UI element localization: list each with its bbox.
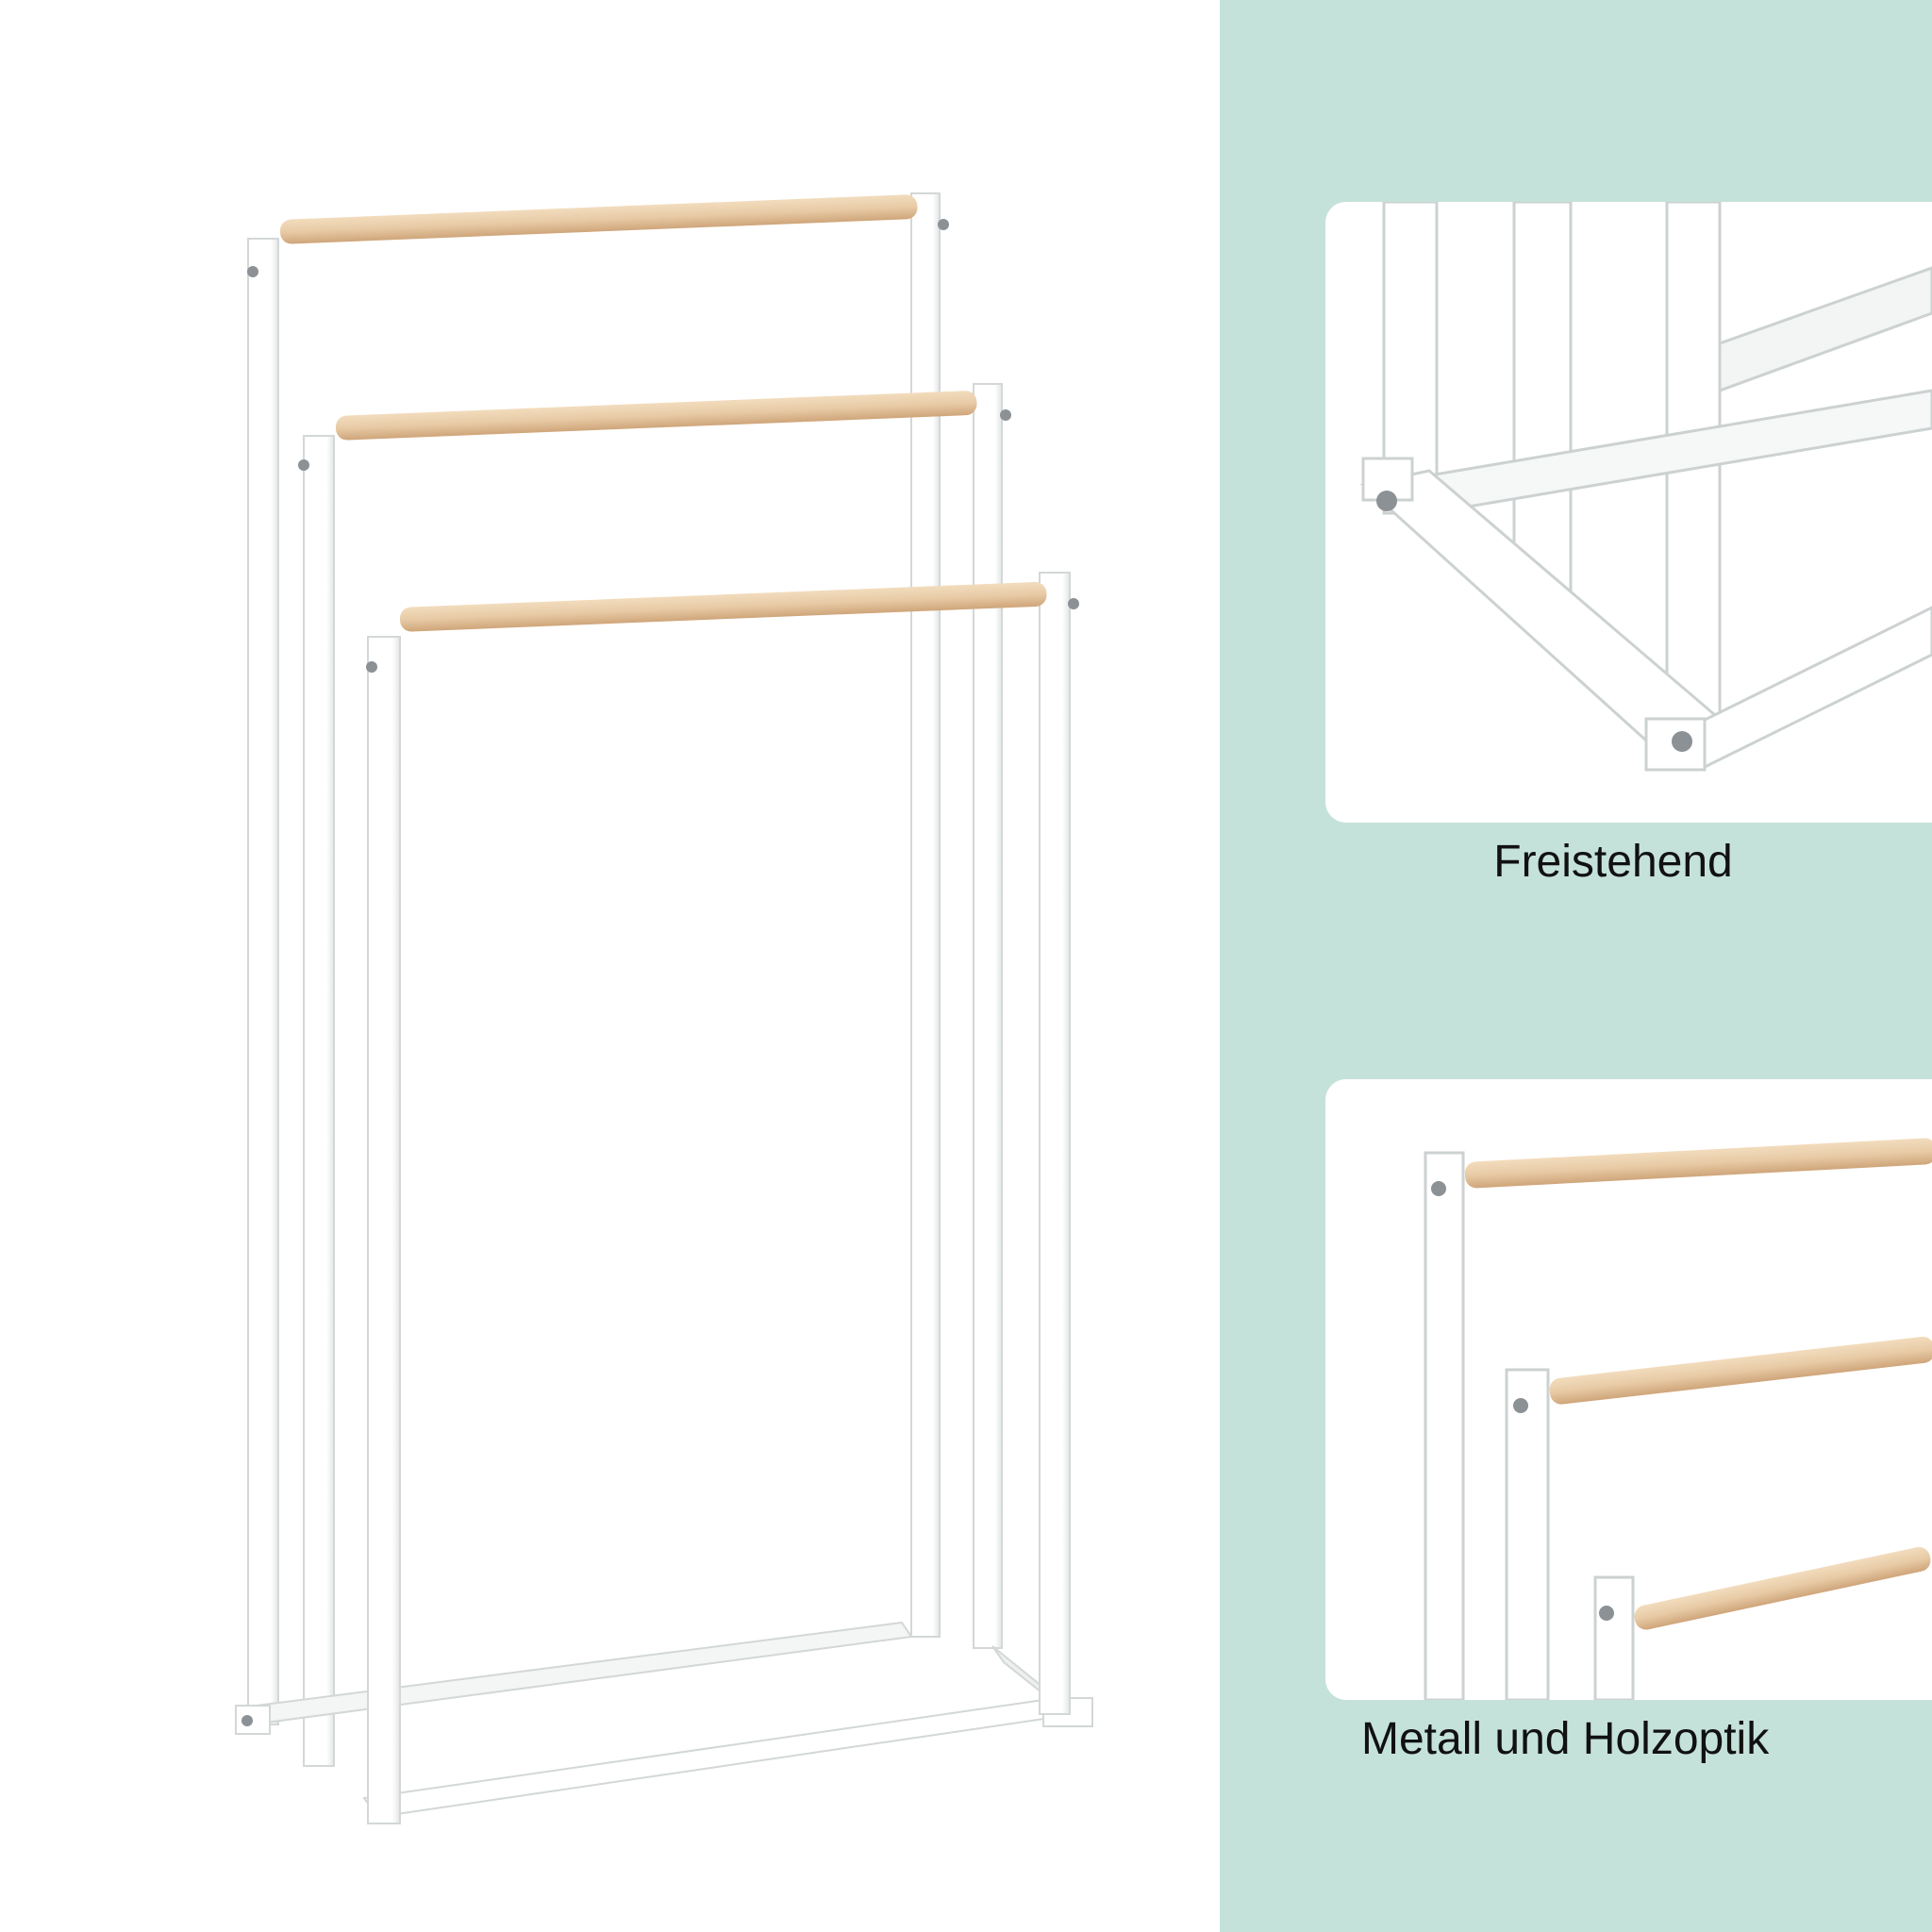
back-frame xyxy=(247,192,949,1725)
screw-icon xyxy=(1376,491,1397,511)
screw-icon xyxy=(1513,1398,1528,1413)
screw-icon xyxy=(1431,1181,1446,1196)
wood-bar-top xyxy=(279,194,918,244)
screw-icon xyxy=(1000,409,1011,421)
screw-icon xyxy=(298,459,309,471)
base-closeup-illustration xyxy=(1359,202,1932,772)
screw-icon xyxy=(1672,731,1692,752)
screw-icon xyxy=(247,266,258,277)
detail-image-material xyxy=(1325,1079,1932,1700)
front-frame xyxy=(366,572,1079,1824)
wood-bar-bottom xyxy=(399,581,1047,632)
towel-stand-illustration xyxy=(235,192,1093,1824)
base-frame xyxy=(235,1621,1093,1819)
caption-material: Metall und Holzoptik xyxy=(1361,1714,1770,1764)
wood-bar-middle xyxy=(335,391,977,441)
screw-icon xyxy=(366,661,377,673)
detail-image-freestanding xyxy=(1325,202,1932,823)
product-photo-panel xyxy=(235,192,1093,1824)
rail-closeup-illustration xyxy=(1424,1138,1932,1700)
screw-icon xyxy=(1068,598,1079,609)
caption-freestanding: Freistehend xyxy=(1493,837,1733,887)
screw-icon xyxy=(242,1715,253,1726)
screw-icon xyxy=(938,219,949,230)
screw-icon xyxy=(1599,1606,1614,1621)
